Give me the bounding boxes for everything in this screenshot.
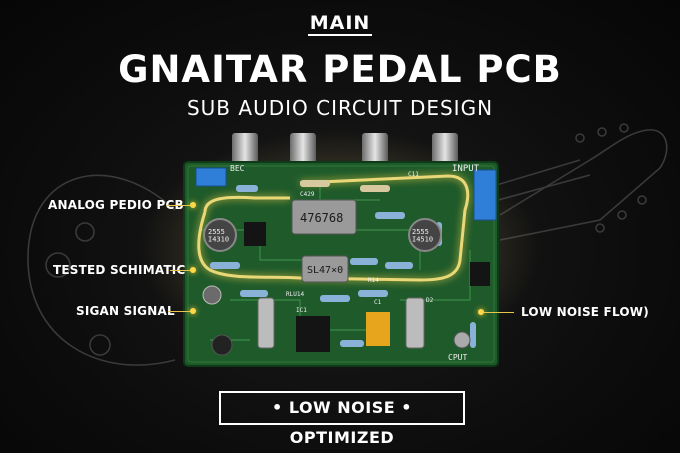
chip-small bbox=[301, 255, 349, 283]
callout-line-right bbox=[484, 312, 514, 313]
ic-dip-left bbox=[244, 222, 266, 246]
cap-tantalum bbox=[366, 312, 390, 346]
ref-rlu: RLU14 bbox=[286, 291, 304, 298]
callout-dot-1 bbox=[190, 202, 196, 208]
signal-path-glow bbox=[197, 174, 470, 282]
pot-left bbox=[202, 285, 222, 305]
callout-line-3 bbox=[168, 311, 194, 312]
ref-d2: D2 bbox=[426, 297, 434, 304]
callout-dot-2 bbox=[190, 267, 196, 273]
callout-analog: ANALOG PEDIO PCB bbox=[48, 198, 184, 212]
callout-tested: TESTED SCHIMATIC bbox=[53, 263, 186, 277]
blue-capacitor bbox=[473, 169, 497, 221]
chip-small-text: SL47×0 bbox=[307, 265, 343, 276]
page-subtitle: SUB AUDIO CIRCUIT DESIGN bbox=[186, 96, 494, 120]
feature-badge: • LOW NOISE • OPTIMIZED bbox=[219, 391, 465, 447]
cap-silver bbox=[257, 297, 275, 349]
ic-dip-bottom bbox=[296, 316, 330, 352]
transistor-left bbox=[203, 218, 237, 252]
transistor-right bbox=[408, 218, 442, 252]
knob-black bbox=[211, 334, 233, 356]
resistors bbox=[210, 180, 476, 348]
chip-large-text: 476768 bbox=[300, 211, 343, 225]
header-main-text: MAIN bbox=[307, 12, 373, 36]
ref-c429: C429 bbox=[300, 191, 315, 198]
callout-dot-3 bbox=[190, 308, 196, 314]
ic-right bbox=[470, 262, 490, 286]
callout-signal: SIGAN SIGNAL bbox=[76, 304, 175, 318]
cap-silver-right bbox=[405, 297, 425, 349]
ref-ic1: IC1 bbox=[296, 307, 307, 314]
page-title: GNAITAR PEDAL PCB bbox=[118, 48, 562, 91]
header-main: MAIN bbox=[0, 12, 680, 36]
callout-line-1 bbox=[166, 205, 194, 206]
callout-low-noise: LOW NOISE FLOW) bbox=[521, 305, 649, 319]
label-input: INPUT bbox=[452, 164, 480, 174]
chip-large bbox=[291, 199, 357, 235]
callout-line-2 bbox=[170, 270, 194, 271]
callout-dot-right bbox=[478, 309, 484, 315]
ref-r14: R14 bbox=[368, 277, 379, 284]
ref-c1: C1 bbox=[374, 299, 382, 306]
label-output: CPUT bbox=[448, 353, 467, 362]
jack-out bbox=[453, 331, 471, 349]
blue-trimmer bbox=[195, 167, 227, 187]
ref-c11: C11 bbox=[408, 171, 419, 178]
label-bec: BEC bbox=[230, 164, 245, 173]
